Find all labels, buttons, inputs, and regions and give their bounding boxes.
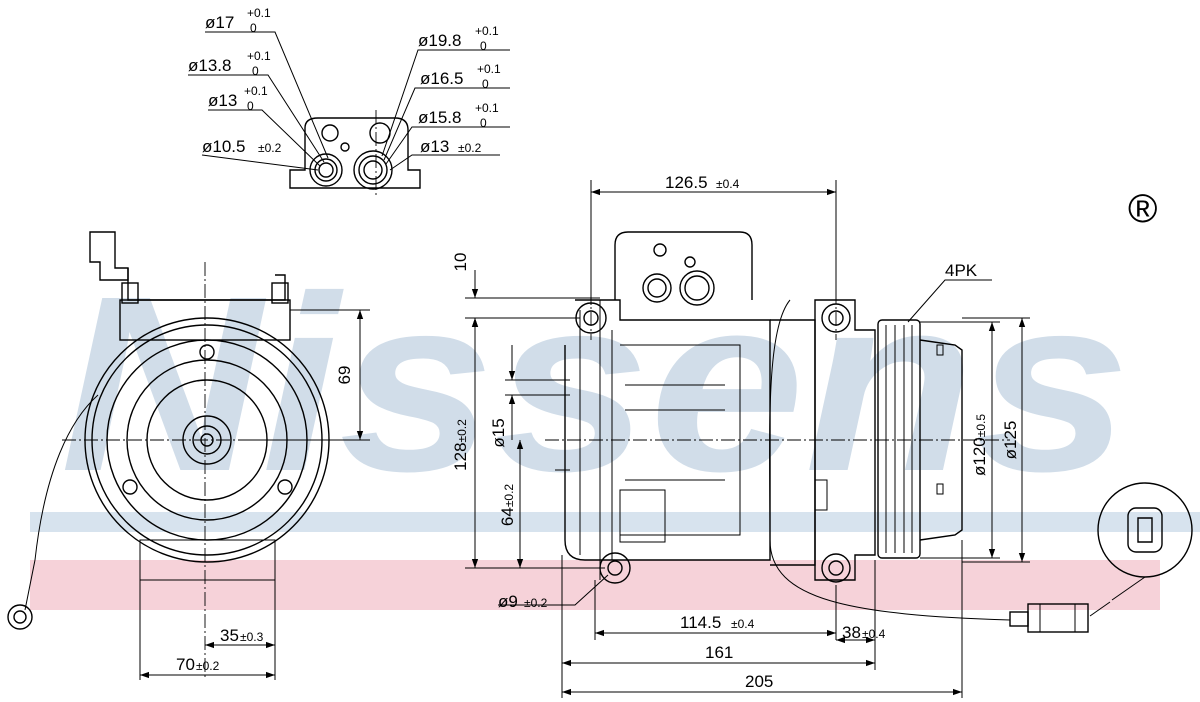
dim-126-5: 126.5 ±0.4 [590,173,837,305]
svg-text:±0.2: ±0.2 [196,659,220,673]
connector-dim-right-2: ø15.8 +0.1 0 [418,101,499,130]
svg-text:0: 0 [250,21,257,35]
dim-pulley-120: ø120±0.5 [920,321,1000,559]
svg-text:+0.1: +0.1 [475,101,499,115]
svg-text:0: 0 [247,99,254,113]
dim-38: 38 ±0.4 [836,560,886,670]
connector-dim-right-1: ø16.5 +0.1 0 [420,62,501,91]
dim-70: 70 ±0.2 [140,655,275,679]
svg-text:0: 0 [480,39,487,53]
dim-15: ø15 [489,345,570,448]
connector-dim-right-0: ø19.8 +0.1 0 [418,24,499,53]
svg-text:ø15.8: ø15.8 [418,108,461,127]
dim-pulley-125: ø125 [962,317,1030,563]
svg-text:ø125: ø125 [1001,421,1020,460]
svg-text:126.5: 126.5 [665,173,708,192]
svg-text:±0.2: ±0.2 [524,596,548,610]
svg-text:35: 35 [220,626,239,645]
svg-text:ø120±0.5: ø120±0.5 [970,414,989,476]
watermark-blue-band [30,512,1200,532]
svg-text:+0.1: +0.1 [247,6,271,20]
dim-hole-9: ø9 ±0.2 [498,574,609,611]
watermark: Nissens ® [30,187,1200,610]
dim-114-5: 114.5 ±0.4 [594,580,837,640]
svg-text:161: 161 [705,643,733,662]
connector-dim-right-3: ø13 ±0.2 [420,137,482,156]
registered-mark-icon: ® [1128,187,1157,231]
svg-text:±0.3: ±0.3 [240,630,264,644]
svg-text:ø10.5: ø10.5 [202,137,245,156]
svg-text:70: 70 [176,655,195,674]
svg-text:+0.1: +0.1 [475,24,499,38]
svg-text:10: 10 [451,253,470,272]
svg-text:0: 0 [252,64,259,78]
svg-text:ø17: ø17 [205,13,234,32]
connector-detail [188,31,510,198]
connector-dim-left-2: ø13 +0.1 0 [208,84,268,113]
svg-text:ø16.5: ø16.5 [420,69,463,88]
svg-text:64±0.2: 64±0.2 [498,484,517,527]
svg-text:±0.4: ±0.4 [862,627,886,641]
svg-text:±0.4: ±0.4 [731,617,755,631]
dim-69: 69 [245,309,370,441]
dim-35: 35 ±0.3 [139,580,276,680]
svg-text:ø15: ø15 [489,418,508,447]
dim-161: 161 [561,555,875,698]
svg-text:38: 38 [842,623,861,642]
label-4pk: 4PK [907,261,992,323]
dim-128: 128±0.2 [451,318,605,569]
svg-text:114.5: 114.5 [680,613,721,632]
svg-text:ø9: ø9 [498,592,518,611]
svg-text:ø19.8: ø19.8 [418,31,461,50]
watermark-brand: Nissens [60,244,1130,523]
connector-dim-left-0: ø17 +0.1 0 [205,6,271,35]
svg-text:±0.2: ±0.2 [458,141,482,155]
dim-205: 205 [562,540,963,698]
svg-text:+0.1: +0.1 [477,62,501,76]
svg-text:0: 0 [480,116,487,130]
svg-text:0: 0 [482,77,489,91]
connector-dim-left-3: ø10.5 ±0.2 [202,137,282,156]
svg-text:128±0.2: 128±0.2 [451,419,470,471]
svg-text:ø13.8: ø13.8 [188,56,231,75]
svg-text:69: 69 [335,366,354,385]
svg-text:+0.1: +0.1 [244,84,268,98]
connector-dim-left-1: ø13.8 +0.1 0 [188,49,271,78]
svg-text:ø13: ø13 [208,91,237,110]
svg-text:4PK: 4PK [945,261,978,280]
svg-text:±0.2: ±0.2 [258,141,282,155]
dim-64: 64±0.2 [498,440,524,568]
svg-text:205: 205 [745,672,773,691]
svg-text:±0.4: ±0.4 [716,177,740,191]
svg-text:ø13: ø13 [420,137,449,156]
svg-text:+0.1: +0.1 [247,49,271,63]
